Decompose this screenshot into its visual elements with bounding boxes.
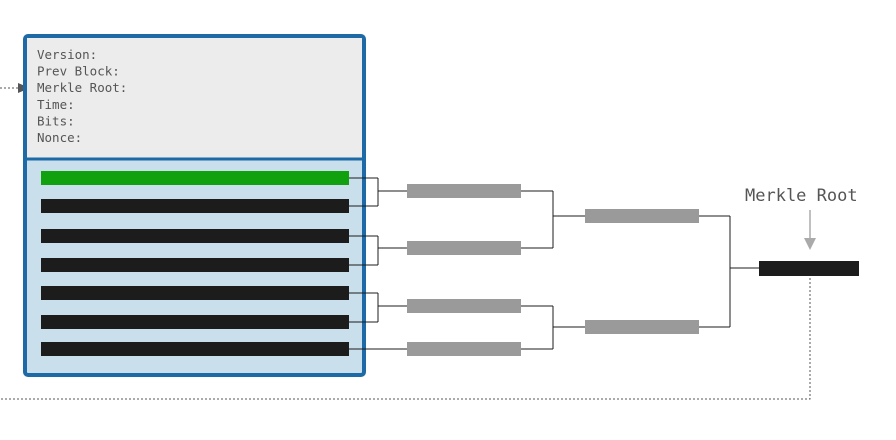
- hash-node: [585, 320, 699, 334]
- transaction: [41, 229, 349, 243]
- header-field-label: Version:: [37, 47, 97, 62]
- coinbase-transaction: [41, 171, 349, 185]
- block: Version: Prev Block:Merkle Root: Time:Bits…: [23, 34, 366, 377]
- root-to-header-dotted-line: [0, 278, 811, 400]
- merkle-root-node: [759, 261, 859, 276]
- header-field-label: Prev Block:: [37, 64, 120, 79]
- transaction: [41, 315, 349, 329]
- transaction: [41, 342, 349, 356]
- root-label-arrowhead: [804, 238, 816, 250]
- transaction-list: [41, 171, 349, 356]
- block-header: [27, 38, 362, 159]
- hash-node: [407, 184, 521, 198]
- transaction: [41, 258, 349, 272]
- header-field-label: Time:: [37, 97, 75, 112]
- header-fields: Version: Prev Block:Merkle Root: Time:Bits…: [37, 47, 127, 145]
- hash-node: [407, 241, 521, 255]
- transaction: [41, 286, 349, 300]
- header-field-label: Merkle Root:: [37, 80, 127, 95]
- merkle-root-label: Merkle Root: [745, 186, 858, 206]
- header-field-label: Bits:: [37, 113, 75, 128]
- header-field-label: Nonce:: [37, 130, 82, 145]
- hash-node: [407, 342, 521, 356]
- hash-node: [407, 299, 521, 313]
- transaction: [41, 199, 349, 213]
- hash-node: [585, 209, 699, 223]
- merkle-tree: [349, 177, 859, 356]
